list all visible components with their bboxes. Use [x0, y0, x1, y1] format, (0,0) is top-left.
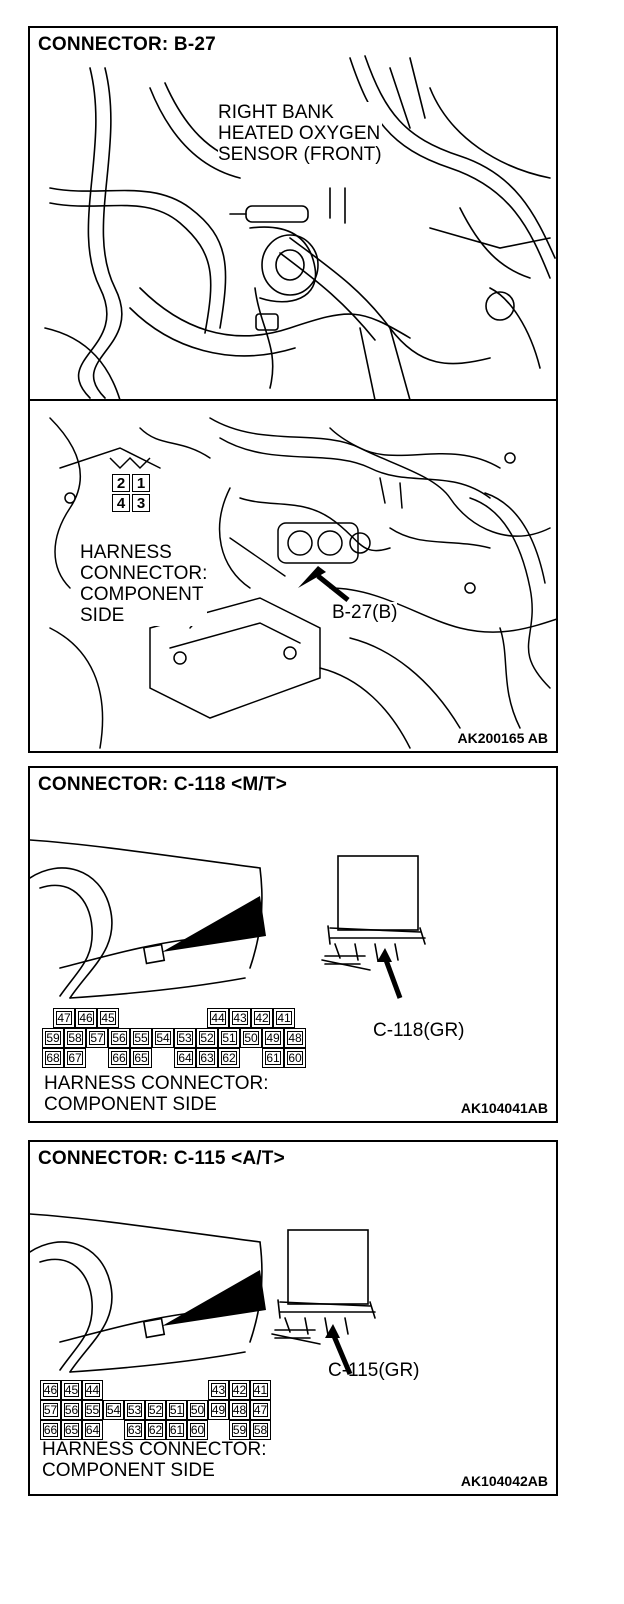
sensor-label-line: RIGHT BANK — [218, 102, 334, 123]
sensor-label-line: SENSOR (FRONT) — [218, 144, 382, 165]
connector-pin: 66 — [108, 1048, 130, 1068]
harness-label-line: SIDE — [80, 605, 125, 626]
connector-pin: 62 — [145, 1420, 166, 1440]
key-pin: 3 — [132, 494, 150, 512]
connector-pin: 59 — [42, 1028, 64, 1048]
figure-code: AK200165 AB — [455, 730, 550, 746]
key-pin: 1 — [132, 474, 150, 492]
connector-pin: 43 — [229, 1008, 251, 1028]
connector-pin: 55 — [130, 1028, 152, 1048]
connector-pin: 54 — [152, 1028, 174, 1048]
connector-pin: 62 — [218, 1048, 240, 1068]
figure-code: AK104041AB — [458, 1100, 550, 1116]
connector-pin: 46 — [75, 1008, 97, 1028]
panel-title: CONNECTOR: B-27 — [38, 34, 216, 56]
connector-pin: 45 — [61, 1380, 82, 1400]
connector-pin: 57 — [40, 1400, 61, 1420]
connector-pin: 68 — [42, 1048, 64, 1068]
connector-pin: 52 — [196, 1028, 218, 1048]
pointer-label: B-27(B) — [332, 602, 398, 623]
harness-label-line: HARNESS — [80, 542, 172, 563]
connector-pin: 42 — [229, 1380, 250, 1400]
connector-pin: 50 — [240, 1028, 262, 1048]
connector-b27-panel: CONNECTOR: B-27 RIGHT BANK HEATED OXYGEN… — [28, 26, 558, 753]
connector-pin: 44 — [207, 1008, 229, 1028]
harness-label-line: CONNECTOR: — [80, 563, 208, 584]
connector-pin: 41 — [250, 1380, 271, 1400]
sensor-label-line: HEATED OXYGEN — [218, 123, 381, 144]
connector-pin: 47 — [250, 1400, 271, 1420]
connector-pin: 45 — [97, 1008, 119, 1028]
connector-pin: 48 — [229, 1400, 250, 1420]
connector-pin: 56 — [61, 1400, 82, 1420]
connector-pin: 60 — [284, 1048, 306, 1068]
connector-pin: 56 — [108, 1028, 130, 1048]
connector-pin: 66 — [40, 1420, 61, 1440]
engine-bay-illustration — [30, 55, 556, 749]
connector-pin: 63 — [196, 1048, 218, 1068]
connector-pin: 49 — [262, 1028, 284, 1048]
harness-connector-label: HARNESS CONNECTOR: COMPONENT SIDE — [44, 1073, 269, 1115]
connector-pin: 58 — [250, 1420, 271, 1440]
connector-pin: 51 — [218, 1028, 240, 1048]
connector-pin: 43 — [208, 1380, 229, 1400]
connector-pin: 52 — [145, 1400, 166, 1420]
harness-label-line: COMPONENT SIDE — [44, 1094, 217, 1115]
connector-pin: 51 — [166, 1400, 187, 1420]
connector-pin: 55 — [82, 1400, 103, 1420]
connector-pin: 47 — [53, 1008, 75, 1028]
harness-label-line: COMPONENT — [80, 584, 204, 605]
harness-connector-label: HARNESS CONNECTOR: COMPONENT SIDE — [42, 1439, 267, 1481]
dashboard-ecu-illustration — [30, 1213, 376, 1375]
sensor-label: RIGHT BANK HEATED OXYGEN SENSOR (FRONT) — [218, 102, 382, 165]
connector-pin: 53 — [124, 1400, 145, 1420]
connector-pin: 48 — [284, 1028, 306, 1048]
panel-title: CONNECTOR: C-118 <M/T> — [38, 774, 287, 796]
connector-pin: 54 — [103, 1400, 124, 1420]
connector-pin: 42 — [251, 1008, 273, 1028]
connector-pin: 50 — [187, 1400, 208, 1420]
panel-title: CONNECTOR: C-115 <A/T> — [38, 1148, 285, 1170]
connector-pin: 46 — [40, 1380, 61, 1400]
connector-pin: 60 — [187, 1420, 208, 1440]
connector-pin: 49 — [208, 1400, 229, 1420]
connector-pin: 41 — [273, 1008, 295, 1028]
pointer-label: C-118(GR) — [373, 1020, 465, 1041]
connector-pin: 44 — [82, 1380, 103, 1400]
key-pin: 2 — [112, 474, 130, 492]
pointer-label: C-115(GR) — [328, 1360, 420, 1381]
connector-pin: 61 — [262, 1048, 284, 1068]
connector-pin: 58 — [64, 1028, 86, 1048]
connector-pin: 61 — [166, 1420, 187, 1440]
connector-pin: 65 — [61, 1420, 82, 1440]
connector-pin: 64 — [174, 1048, 196, 1068]
connector-pin: 59 — [229, 1420, 250, 1440]
figure-code: AK104042AB — [458, 1473, 550, 1489]
connector-pin: 63 — [124, 1420, 145, 1440]
connector-pin: 57 — [86, 1028, 108, 1048]
dashboard-ecu-illustration — [30, 839, 426, 999]
harness-label-line: HARNESS CONNECTOR: — [44, 1073, 269, 1094]
key-pin: 4 — [112, 494, 130, 512]
harness-label-line: HARNESS CONNECTOR: — [42, 1439, 267, 1460]
connector-pin: 64 — [82, 1420, 103, 1440]
connector-pin: 67 — [64, 1048, 86, 1068]
harness-label-line: COMPONENT SIDE — [42, 1460, 215, 1481]
connector-pin: 53 — [174, 1028, 196, 1048]
connector-pin: 65 — [130, 1048, 152, 1068]
harness-connector-label: HARNESS CONNECTOR: COMPONENT SIDE — [80, 542, 208, 626]
